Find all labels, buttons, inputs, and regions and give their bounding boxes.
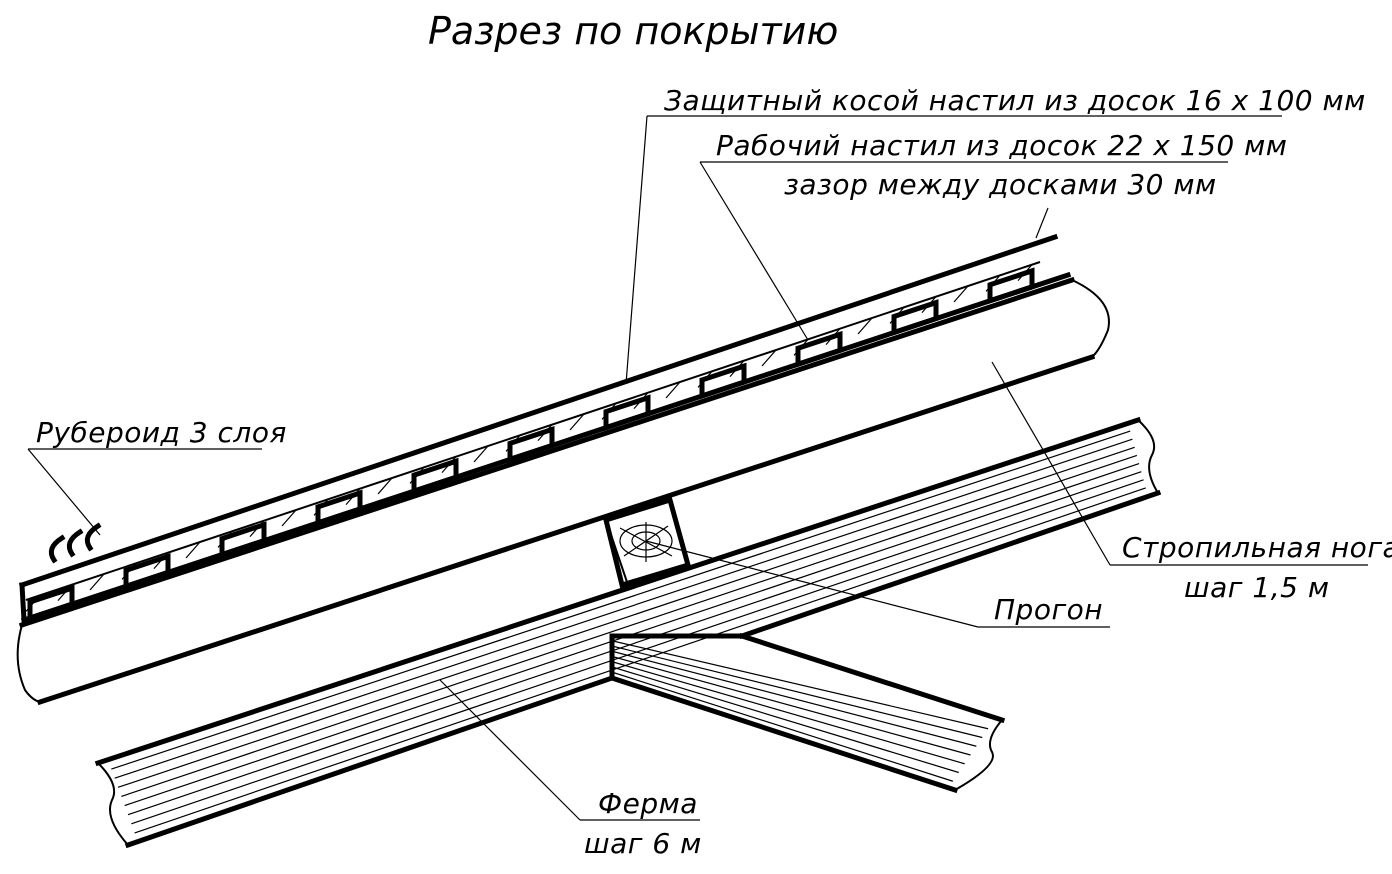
truss [94,416,1162,849]
label-rafter-spacing: шаг 1,5 м [1184,571,1329,604]
roof-decking [18,233,1072,624]
label-rafter: Стропильная нога [1122,531,1392,564]
drawing-title: Разрез по покрытию [428,9,838,53]
label-protective-deck: Защитный косой настил из досок 16 х 100 … [664,84,1366,117]
roofing-felt-symbol [48,522,102,564]
label-truss: Ферма [598,787,698,820]
label-truss-spacing: шаг 6 м [584,827,702,860]
label-working-deck-gap: зазор между досками 30 мм [784,168,1217,201]
rafter [16,276,1110,706]
label-roofing: Рубероид 3 слоя [36,416,287,449]
label-purlin: Прогон [994,593,1103,626]
leader-lines [27,115,1368,821]
label-working-deck: Рабочий настил из досок 22 х 150 мм [716,129,1287,162]
purlin [603,496,692,589]
